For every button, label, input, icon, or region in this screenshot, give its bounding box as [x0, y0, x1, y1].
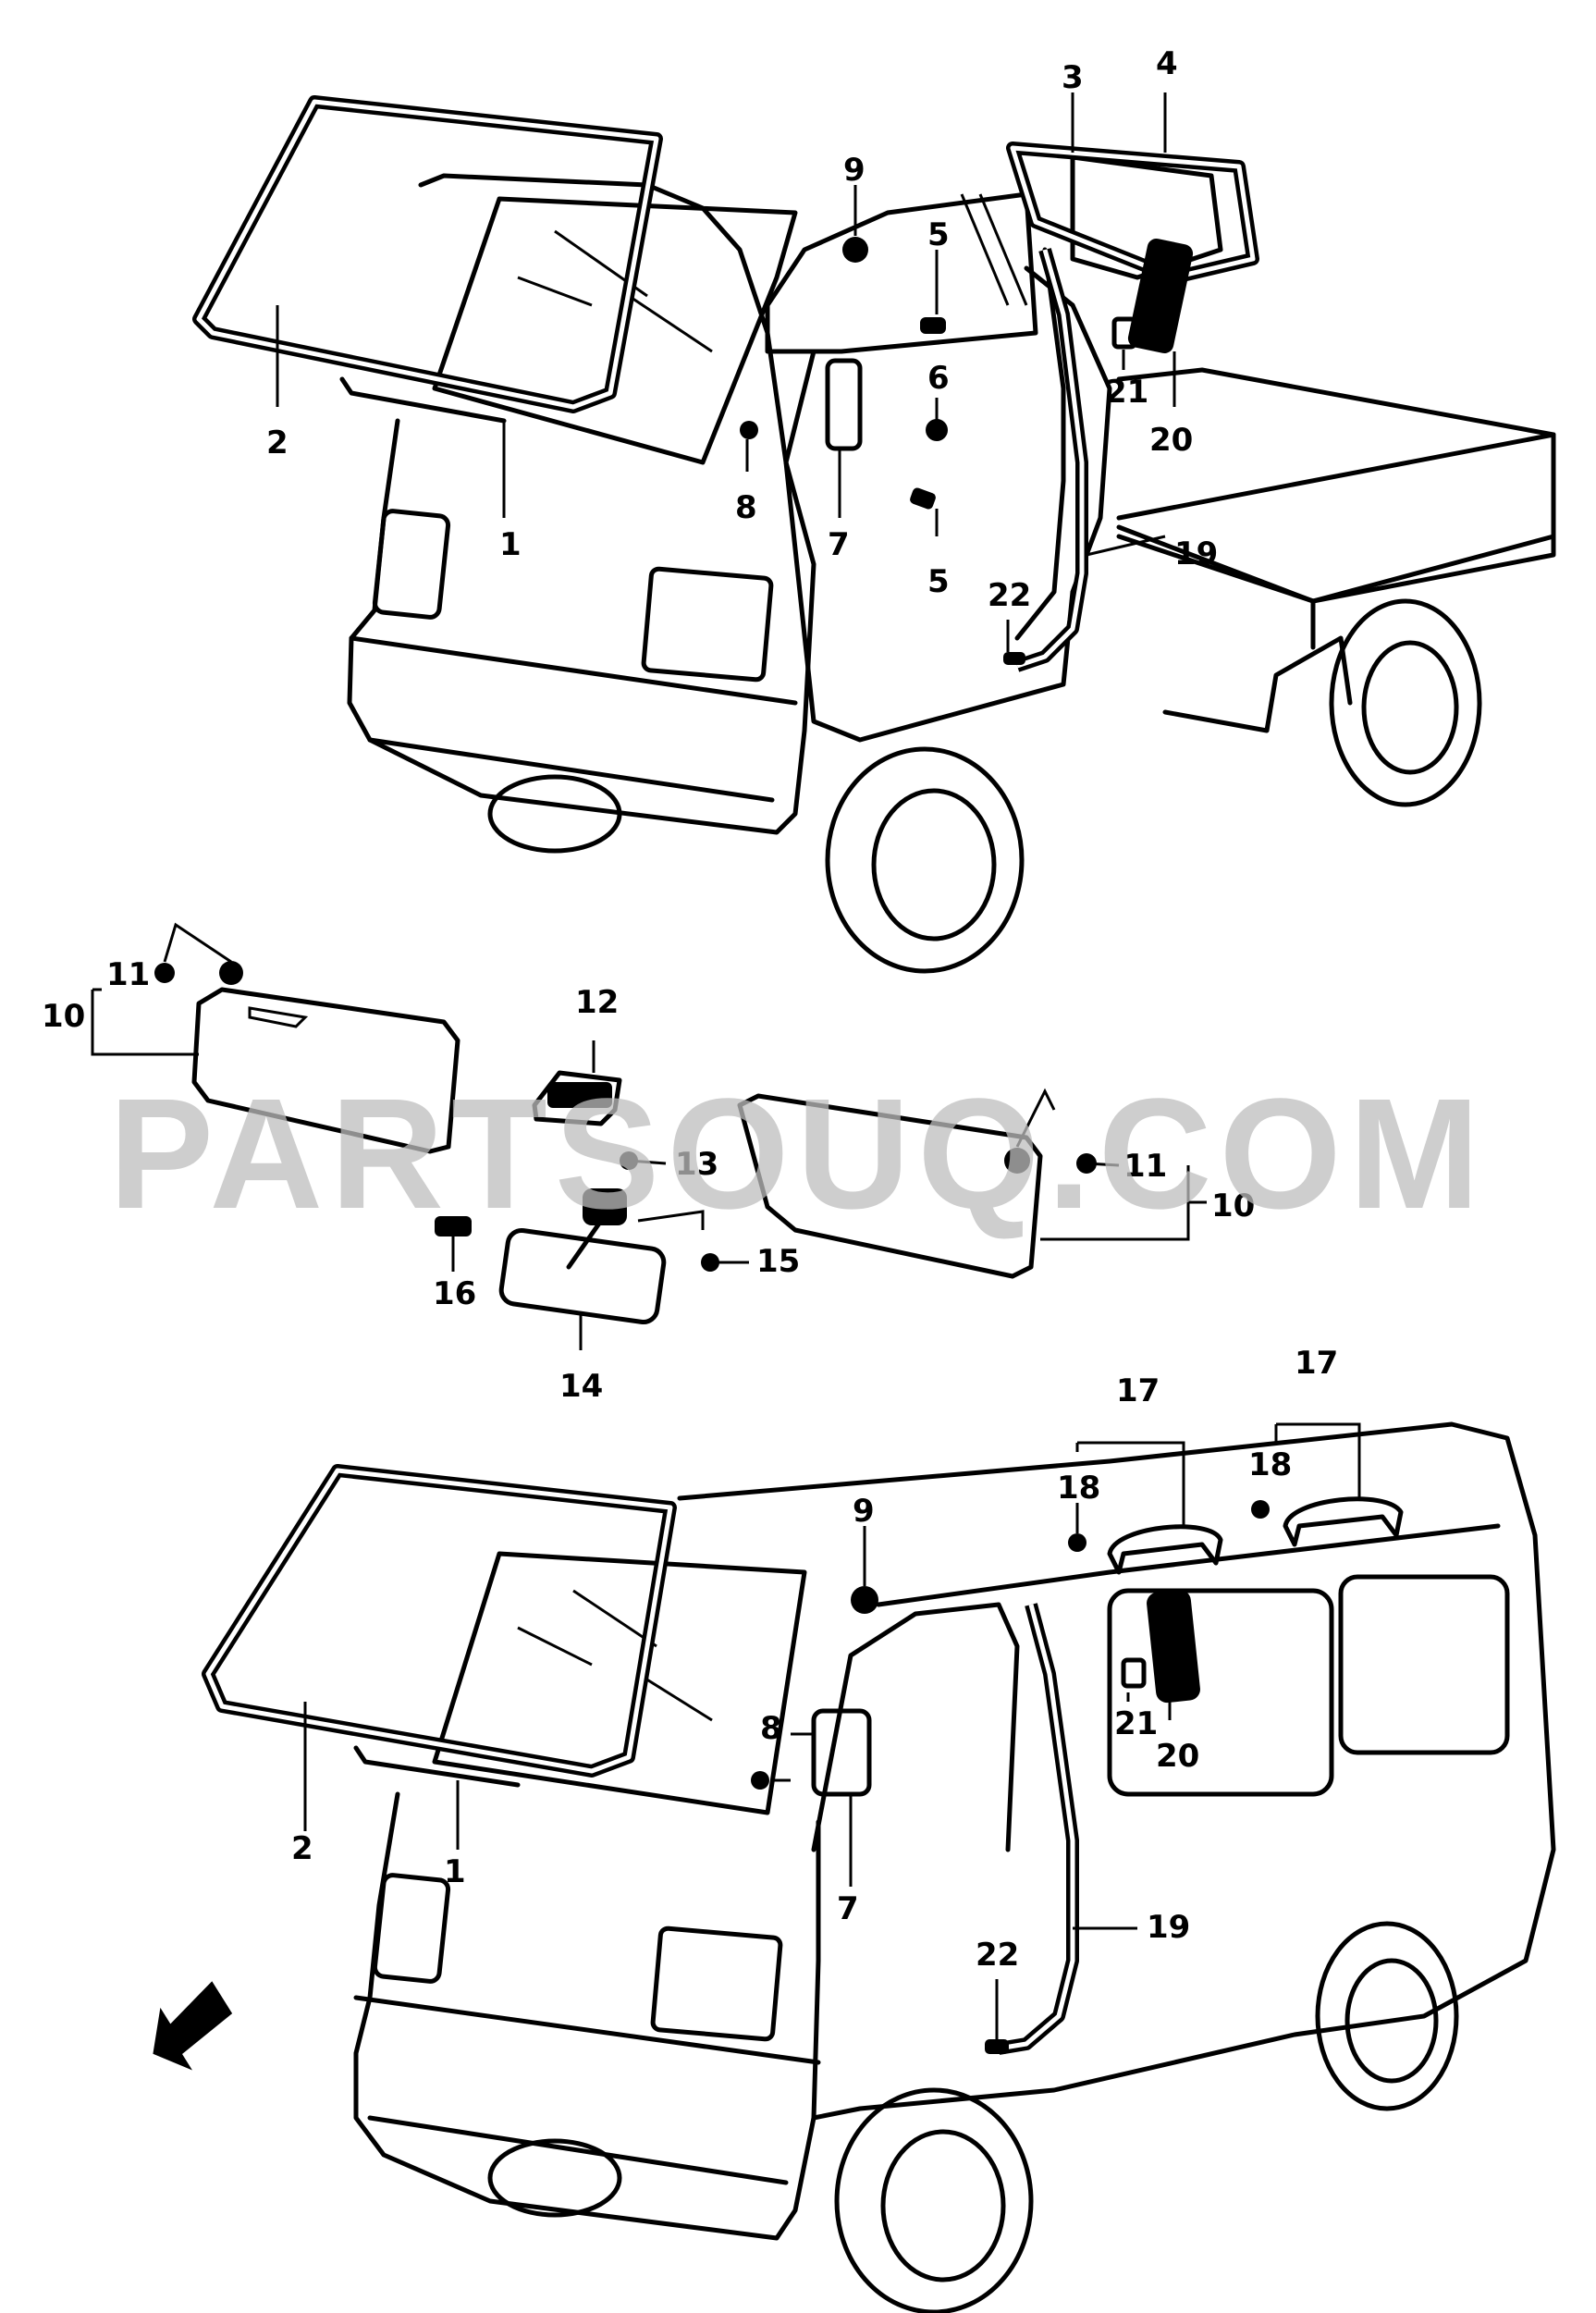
callout-5b: 5	[927, 563, 950, 600]
callout-2: 2	[266, 424, 289, 461]
callout-15: 15	[756, 1243, 800, 1280]
callout-20-van: 20	[1156, 1738, 1199, 1775]
callout-18-left: 18	[1057, 1470, 1100, 1507]
callout-2-van: 2	[291, 1830, 313, 1867]
callout-6: 6	[927, 360, 950, 397]
callout-17-right: 17	[1295, 1345, 1338, 1382]
van-callouts: 1 2 7 8 9 17 17 18 18 19 20 21 22	[291, 1345, 1338, 1974]
callout-11-right: 11	[1123, 1148, 1167, 1185]
callout-13: 13	[675, 1146, 718, 1183]
callout-17-left: 17	[1116, 1372, 1160, 1409]
callout-7-van: 7	[837, 1890, 859, 1927]
callout-5: 5	[927, 216, 950, 253]
callout-1: 1	[499, 526, 522, 563]
callout-8-van: 8	[760, 1710, 782, 1747]
callout-4: 4	[1156, 45, 1178, 82]
van-illustration	[202, 1421, 1556, 2313]
callout-22: 22	[988, 577, 1031, 614]
callout-18-right: 18	[1248, 1446, 1292, 1483]
accessory-callouts: 10 11 12 13 14 15 16 11 10	[42, 956, 1255, 1405]
front-arrow-icon	[153, 1981, 233, 2071]
callout-11-left: 11	[106, 956, 150, 993]
callout-10-left: 10	[42, 998, 85, 1035]
callout-19: 19	[1174, 535, 1218, 572]
callout-9-van: 9	[853, 1493, 875, 1530]
callout-21: 21	[1105, 374, 1148, 411]
callout-16: 16	[433, 1275, 476, 1312]
callout-3: 3	[1062, 59, 1084, 96]
callout-19-van: 19	[1147, 1909, 1190, 1946]
accessory-parts	[154, 961, 1097, 1324]
truck-callouts: 1 2 3 4 5 5 6 7 8 9 19 20 21 22	[266, 45, 1218, 614]
callout-21-van: 21	[1114, 1705, 1158, 1742]
leader-lines	[91, 92, 1361, 2039]
callout-22-van: 22	[976, 1937, 1019, 1974]
callout-1-van: 1	[444, 1853, 466, 1890]
callout-12: 12	[575, 984, 619, 1021]
callout-20: 20	[1149, 422, 1193, 459]
callout-10-right: 10	[1211, 1187, 1255, 1224]
callout-14: 14	[559, 1368, 603, 1405]
callout-7: 7	[828, 526, 850, 563]
callout-8: 8	[735, 489, 757, 526]
callout-9: 9	[843, 152, 866, 189]
truck-illustration	[192, 95, 1556, 974]
